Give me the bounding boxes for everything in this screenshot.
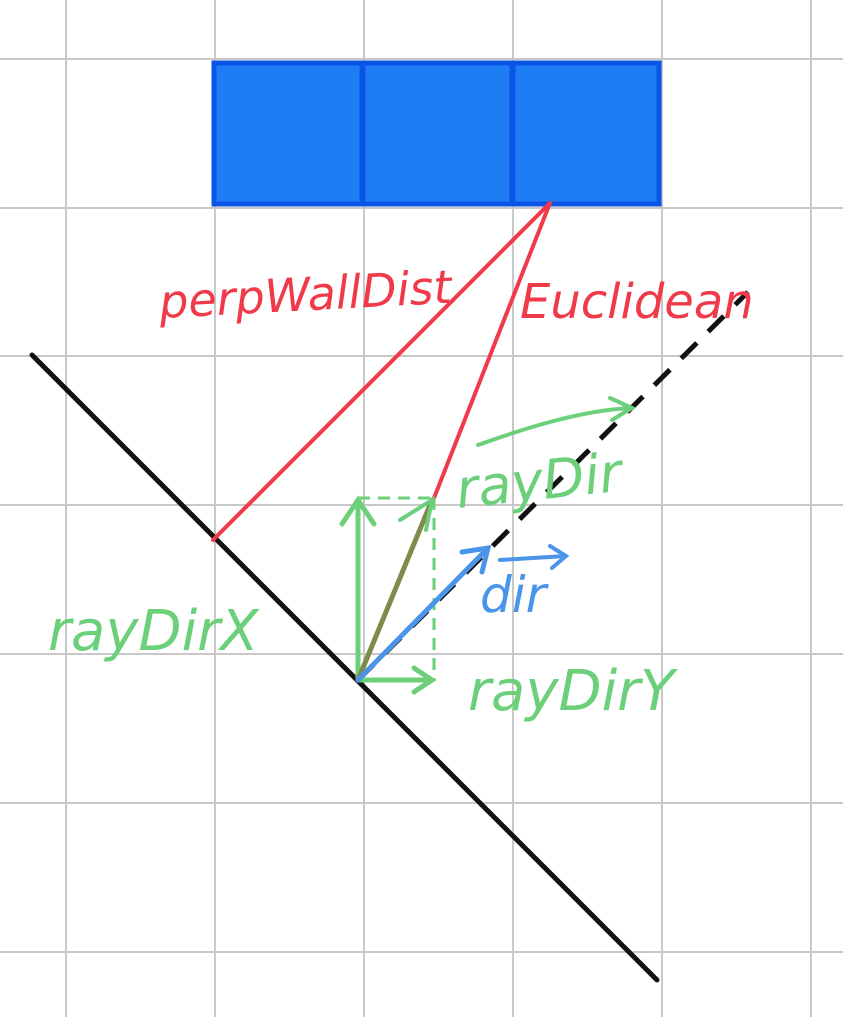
dir-overline-arrow [498,544,570,570]
euclidean-line [432,201,552,500]
wall-block [211,60,365,207]
perp-wall-dist-label: perpWallDist [157,260,455,329]
ray-dir-x-label: rayDirX [48,599,260,664]
camera-plane-line [29,352,660,983]
wall-block [360,60,515,207]
euclidean-label: Euclidean [520,274,754,330]
ray-dir-label: rayDir [453,441,627,521]
wall-block [510,60,662,207]
ray-dir-vector-arrowhead [398,495,435,532]
wall-blocks [211,60,662,207]
dir-label: dir [480,566,550,624]
ray-dir-curve-arrow [476,396,637,447]
ray-dir-vector [355,497,435,683]
dir-vector [355,544,492,683]
perp-wall-dist-line [211,201,552,542]
ray-component-box [358,496,436,680]
ray-dir-y-arrow [339,495,377,683]
ray-dir-y-label: rayDirY [468,659,678,724]
ray-dir-x-arrow [355,665,437,695]
